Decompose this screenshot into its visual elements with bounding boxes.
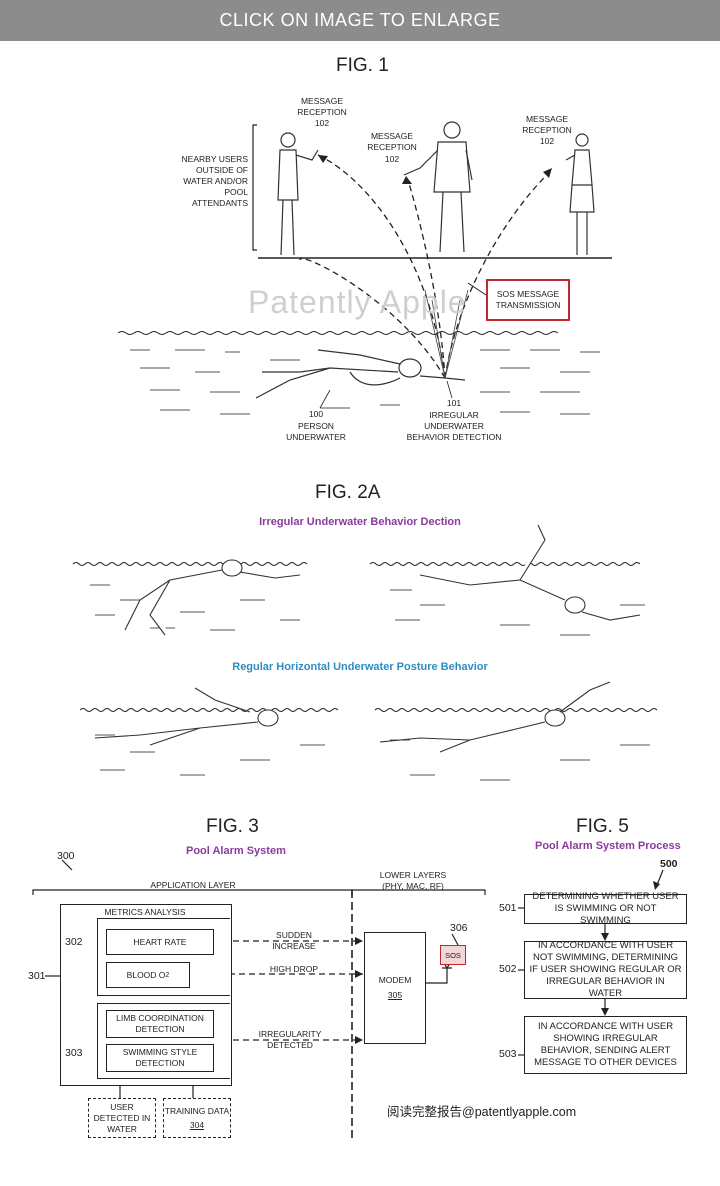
right-user-figure xyxy=(565,133,595,255)
limb-coordination-box: LIMB COORDINATION DETECTION xyxy=(106,1010,214,1038)
recv-left-label: MESSAGE RECEPTION xyxy=(297,96,347,117)
lower-layers-label: LOWER LAYERS (PHY, MAC, RF) xyxy=(379,870,447,891)
regular-swimmer-2 xyxy=(379,681,611,753)
nearby-users-label: NEARBY USERS OUTSIDE OF WATER AND/OR POO… xyxy=(181,154,248,208)
ref-302: 302 xyxy=(65,936,83,948)
flow-step-501-num: 501 xyxy=(499,902,517,914)
modem-label: MODEM xyxy=(378,975,412,985)
left-attendant-figure xyxy=(277,132,319,256)
app-layer-label: APPLICATION LAYER xyxy=(150,880,236,890)
flow-step-502-num: 502 xyxy=(499,963,517,975)
recv-mid-label: MESSAGE RECEPTION xyxy=(367,131,417,152)
person-num: 100 xyxy=(308,409,324,419)
footer-link[interactable]: 阅读完整报告@patentlyapple.com xyxy=(387,1105,577,1119)
ref-500: 500 xyxy=(660,858,678,870)
training-num: 304 xyxy=(189,1119,205,1130)
flow-step-503: IN ACCORDANCE WITH USER SHOWING IRREGULA… xyxy=(524,1016,687,1074)
sudden-increase-label: SUDDEN INCREASE xyxy=(272,930,316,951)
ref-303: 303 xyxy=(65,1047,83,1059)
watermark: Patently Apple xyxy=(248,284,467,320)
swimming-style-box: SWIMMING STYLE DETECTION xyxy=(106,1044,214,1072)
irregularity-label: IRREGULARITY DETECTED xyxy=(258,1029,322,1050)
sos-transmission-box: SOS MESSAGE TRANSMISSION xyxy=(486,279,570,321)
recv-right-label: MESSAGE RECEPTION xyxy=(522,114,572,135)
regular-swimmer-1 xyxy=(94,687,279,746)
blood-o2-subscript: 2 xyxy=(165,971,170,979)
recv-left-num: 102 xyxy=(314,118,330,128)
flow-step-503-num: 503 xyxy=(499,1048,517,1060)
heart-rate-box: HEART RATE xyxy=(106,929,214,955)
ref-300: 300 xyxy=(57,850,75,862)
irregular-heading: Irregular Underwater Behavior Dection xyxy=(259,516,461,528)
user-in-water-box: USER DETECTED IN WATER xyxy=(88,1098,156,1138)
regular-heading: Regular Horizontal Underwater Posture Be… xyxy=(232,661,488,673)
irregular-swimmer-2 xyxy=(419,524,641,621)
enlarge-banner[interactable]: CLICK ON IMAGE TO ENLARGE xyxy=(0,0,720,41)
fig2a-title: FIG. 2A xyxy=(315,482,381,503)
fig5-subtitle: Pool Alarm System Process xyxy=(535,840,681,852)
blood-o2-label: BLOOD O xyxy=(126,969,166,980)
ref-306: 306 xyxy=(450,922,468,934)
enlarge-banner-text: CLICK ON IMAGE TO ENLARGE xyxy=(219,10,501,30)
underwater-swimmer-figure xyxy=(255,349,466,399)
recv-mid-num: 102 xyxy=(384,154,400,164)
detection-num: 101 xyxy=(446,398,462,408)
modem-num: 305 xyxy=(387,990,403,1000)
fig5-title: FIG. 5 xyxy=(576,816,629,837)
sos-indicator: SOS xyxy=(440,945,466,965)
metrics-label: METRICS ANALYSIS xyxy=(104,907,186,917)
person-label: PERSON UNDERWATER xyxy=(286,421,346,442)
training-label: TRAINING DATA xyxy=(164,1105,230,1116)
training-data-box: TRAINING DATA 304 xyxy=(163,1098,231,1138)
modem-box: MODEM 305 xyxy=(364,932,426,1044)
recv-right-num: 102 xyxy=(539,136,555,146)
fig1-title: FIG. 1 xyxy=(336,55,389,76)
flow-step-501: DETERMINING WHETHER USER IS SWIMMING OR … xyxy=(524,891,687,926)
fig3-subtitle: Pool Alarm System xyxy=(186,845,286,857)
ref-301: 301 xyxy=(28,970,46,982)
high-drop-label: HIGH DROP xyxy=(269,964,319,974)
fig3-title: FIG. 3 xyxy=(206,816,259,837)
detection-label: IRREGULAR UNDERWATER BEHAVIOR DETECTION xyxy=(406,410,502,442)
flow-step-502: IN ACCORDANCE WITH USER NOT SWIMMING, DE… xyxy=(524,940,687,999)
irregular-swimmer-1 xyxy=(124,559,301,636)
